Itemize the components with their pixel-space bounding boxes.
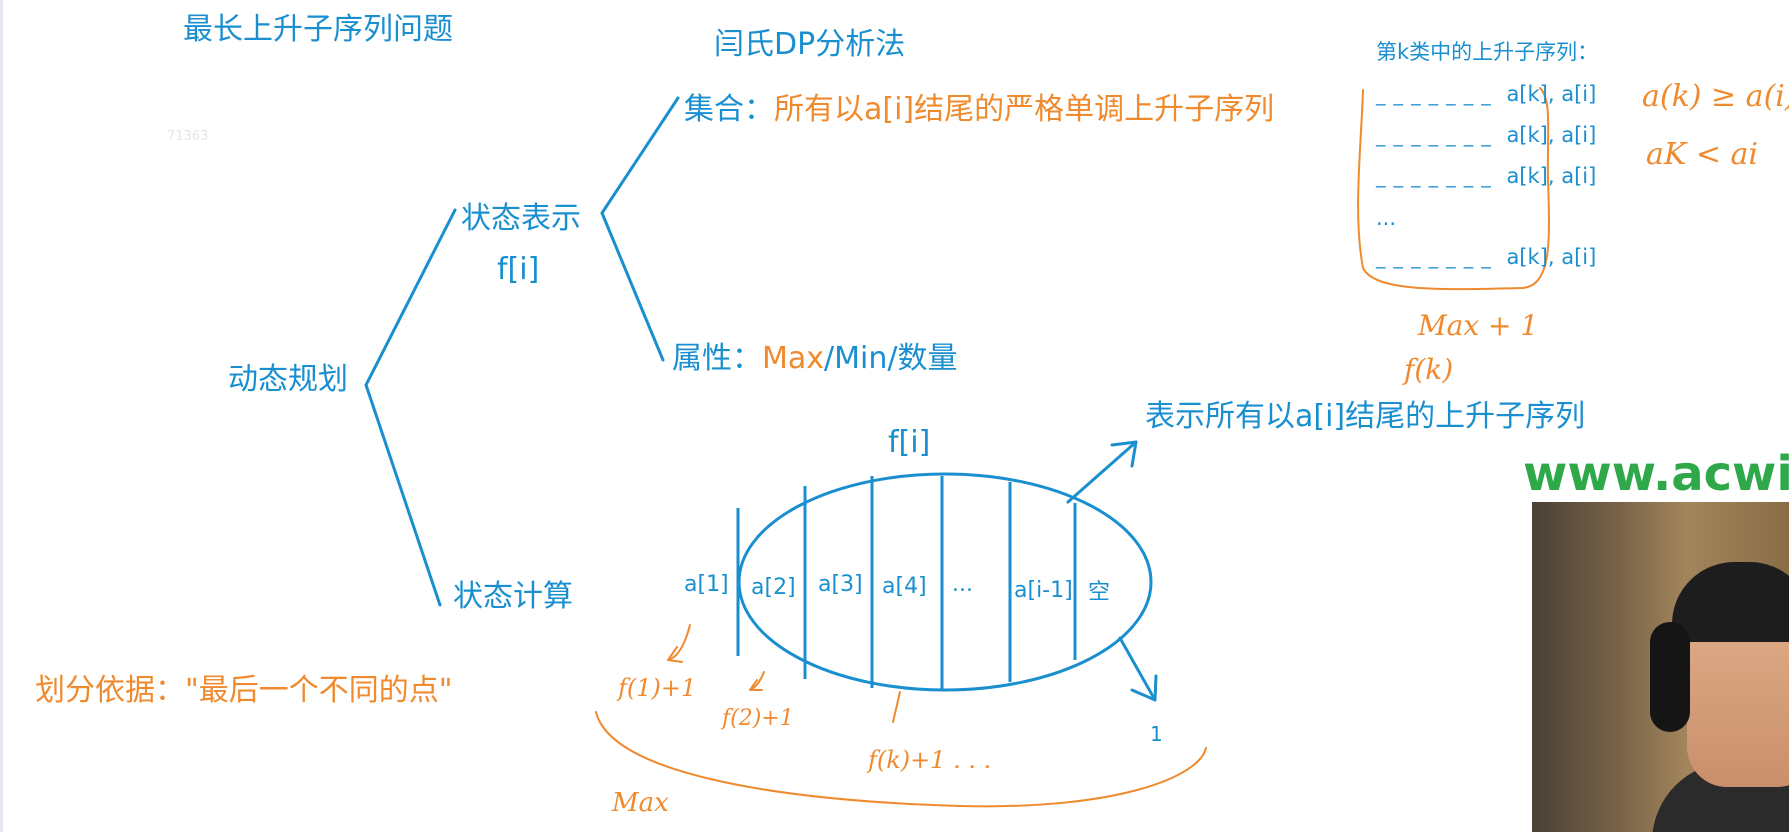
arrow-to-note-head — [1110, 440, 1138, 468]
arrow-to-one-head — [1130, 674, 1158, 702]
tree-edge-root-repr — [364, 208, 457, 387]
arrow-to-one — [1118, 636, 1157, 702]
arrow-to-note — [1066, 440, 1138, 504]
side-row-1: _ _ _ _ _ _ _ a[k], a[i] — [1376, 82, 1596, 106]
node-state-calc: 状态计算 — [453, 579, 573, 614]
left-border — [0, 0, 3, 832]
handwriting-max2: Max — [612, 788, 669, 818]
side-row-5-dashes: _ _ _ _ _ _ _ — [1376, 247, 1492, 269]
webcam-video — [1532, 502, 1789, 832]
method-title: 闫氏DP分析法 — [714, 27, 906, 62]
cell1-hook — [667, 624, 691, 663]
handwriting-cmp2: aK < ai — [1646, 137, 1758, 172]
side-header: 第k类中的上升子序列： — [1376, 40, 1599, 64]
side-row-2: _ _ _ _ _ _ _ a[k], a[i] — [1376, 123, 1596, 147]
partition-cell-1: a[1] — [684, 572, 729, 597]
side-row-5: _ _ _ _ _ _ _ a[k], a[i] — [1376, 245, 1596, 269]
brand-url: www.acwing — [1523, 446, 1789, 502]
empty-count: 1 — [1150, 722, 1163, 746]
headphone-icon — [1650, 622, 1690, 732]
cell2-hook — [749, 671, 765, 691]
handwriting-max1: Max + 1 — [1418, 309, 1539, 342]
side-row-4-text: ... — [1376, 206, 1397, 230]
side-row-5-text: a[k], a[i] — [1506, 245, 1597, 269]
side-row-4: ... — [1376, 206, 1396, 230]
side-row-2-text: a[k], a[i] — [1506, 123, 1597, 147]
set-line: 集合：所有以a[i]结尾的严格单调上升子序列 — [684, 95, 1274, 125]
attr-max: Max — [762, 341, 825, 376]
partition-cell-5: ... — [952, 572, 973, 597]
webcam-hair — [1672, 562, 1789, 642]
ellipse-label: f[i] — [888, 425, 931, 460]
page-title: 最长上升子序列问题 — [183, 12, 453, 47]
arrow-note: 表示所有以a[i]结尾的上升子序列 — [1145, 399, 1586, 434]
handwriting-fk1: f(k)+1 . . . — [868, 746, 992, 774]
partition-cell-2: a[2] — [751, 575, 796, 600]
tree-edge-root-calc — [364, 383, 442, 607]
set-label: 集合： — [684, 92, 774, 127]
handwriting-fk: f(k) — [1404, 353, 1454, 386]
side-row-3: _ _ _ _ _ _ _ a[k], a[i] — [1376, 164, 1596, 188]
set-description: 所有以a[i]结尾的严格单调上升子序列 — [774, 92, 1275, 127]
side-row-1-dashes: _ _ _ _ _ _ _ — [1376, 84, 1492, 106]
node-root: 动态规划 — [228, 362, 348, 397]
partition-basis: 划分依据："最后一个不同的点" — [35, 673, 453, 708]
attr-rest: /Min/数量 — [824, 341, 958, 376]
sum-brace-stroke — [595, 711, 1207, 808]
handwriting-f2: f(2)+1 — [722, 706, 794, 731]
handwriting-f1: f(1)+1 — [618, 674, 697, 702]
attr-line: 属性：Max/Min/数量 — [672, 344, 957, 374]
side-box-stroke — [1357, 87, 1550, 291]
partition-cell-7: 空 — [1088, 580, 1111, 605]
cell4-tick — [892, 691, 901, 723]
partition-cell-6: a[i-1] — [1014, 578, 1073, 603]
partition-cell-4: a[4] — [882, 574, 927, 599]
side-row-1-text: a[k], a[i] — [1506, 82, 1597, 106]
side-row-2-dashes: _ _ _ _ _ _ _ — [1376, 125, 1492, 147]
watermark-text: 71363 — [167, 129, 209, 144]
side-row-3-dashes: _ _ _ _ _ _ _ — [1376, 166, 1492, 188]
node-state-repr: 状态表示 — [461, 201, 581, 236]
partition-cell-3: a[3] — [818, 572, 863, 597]
handwriting-cmp1: a(k) ≥ a(i) — [1642, 79, 1789, 114]
attr-label: 属性： — [672, 341, 762, 376]
node-state-func: f[i] — [497, 252, 540, 287]
side-row-3-text: a[k], a[i] — [1506, 164, 1597, 188]
tree-edge-repr-attr — [600, 211, 665, 362]
tree-edge-repr-set — [600, 96, 680, 215]
